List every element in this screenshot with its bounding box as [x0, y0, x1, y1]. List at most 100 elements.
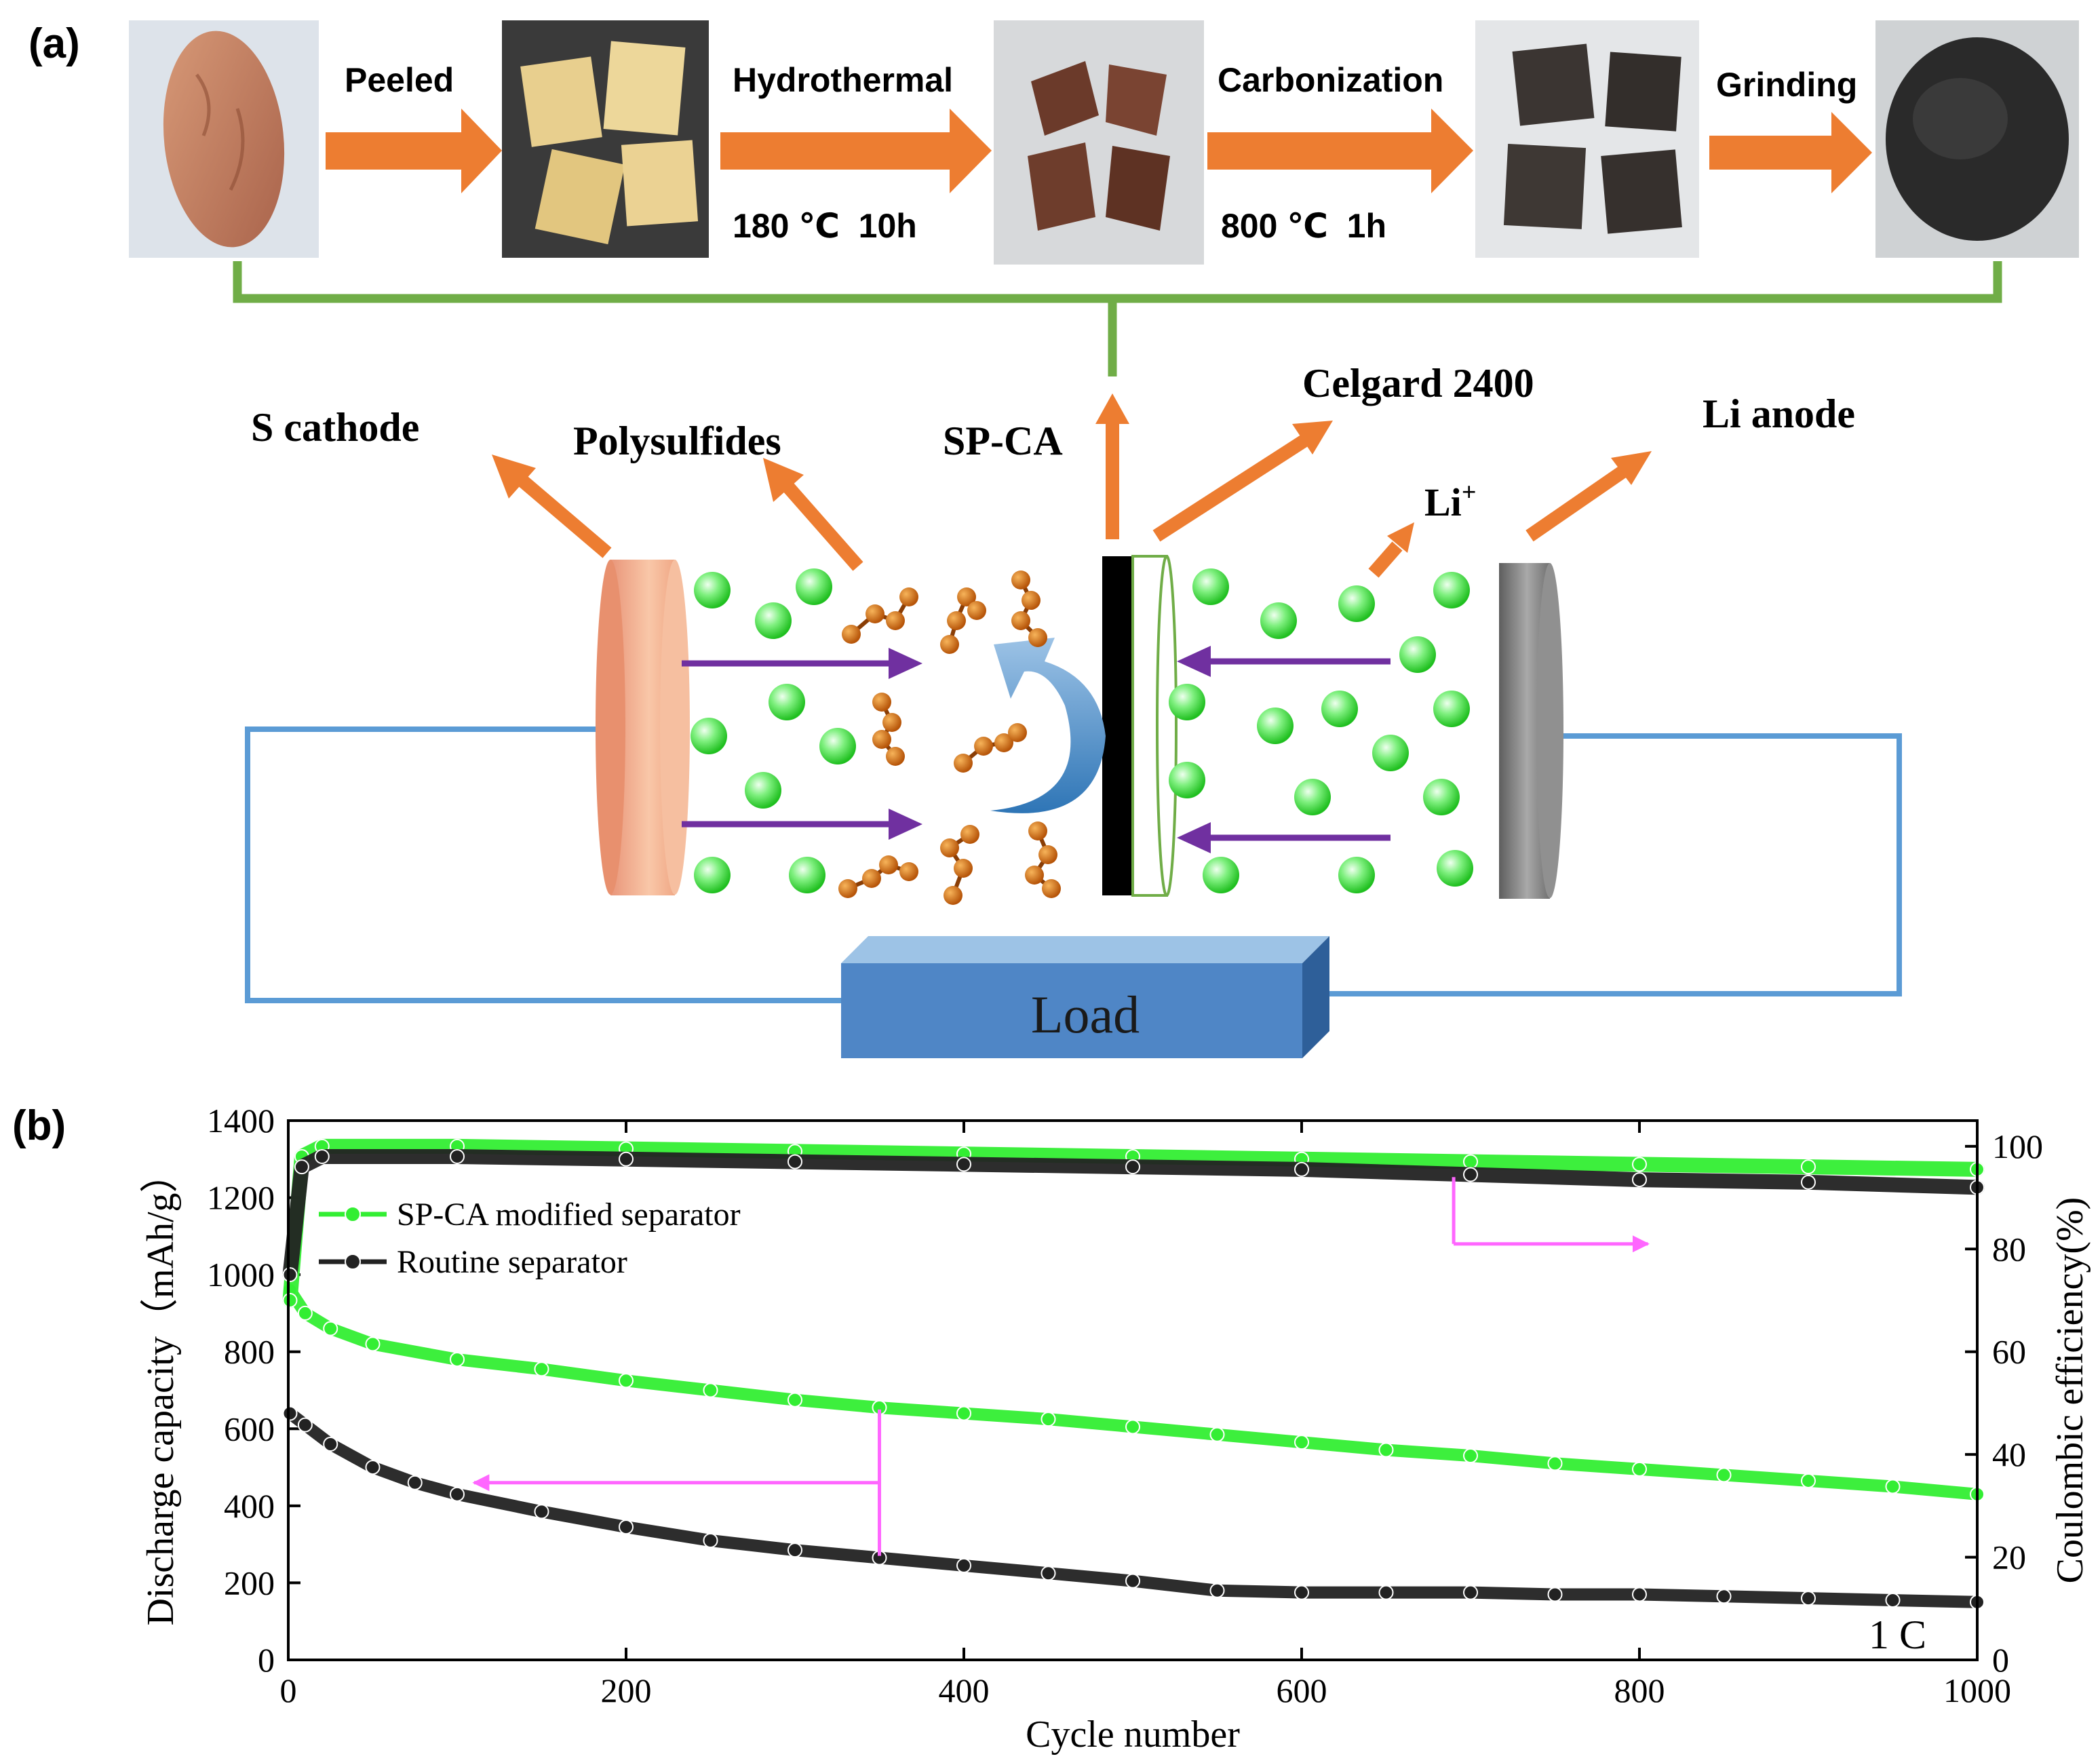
sulfur-atom [947, 611, 966, 630]
polysulfide-bond [1018, 579, 1040, 640]
series-point-1 [1632, 1587, 1647, 1602]
legend-marker [345, 1206, 361, 1222]
li-ions-and-polysulfides [691, 568, 1473, 905]
series-point-2 [1801, 1159, 1816, 1175]
series-point-1 [1209, 1583, 1225, 1598]
li-ion-ball [1399, 636, 1436, 673]
sulfur-atom [872, 693, 891, 712]
series-point-1 [703, 1532, 718, 1548]
series-point-3 [1632, 1172, 1647, 1188]
series-point-1 [956, 1557, 971, 1573]
series-point-3 [956, 1157, 971, 1172]
peeled-arrow [326, 109, 502, 193]
li-ion-ball [694, 572, 731, 608]
sulfur-atom [872, 730, 891, 749]
y-tick-label: 600 [224, 1410, 275, 1448]
li-ion-ball [1423, 779, 1460, 815]
li-ion-ball [1169, 684, 1205, 720]
li-ion-charge: + [1462, 478, 1477, 507]
polysulfide-chain [954, 723, 1027, 773]
sulfur-atom [954, 859, 973, 878]
series-point-3 [788, 1154, 802, 1169]
step-hydrothermal-condition: 180 ℃ 10h [733, 207, 917, 245]
step-carbonization-condition: 800 ℃ 1h [1221, 207, 1386, 245]
sulfur-atom [899, 862, 918, 881]
y-tick-label: 1400 [207, 1102, 275, 1140]
series-point-0 [1378, 1442, 1394, 1458]
polysulfide-chain [940, 825, 979, 905]
series-point-1 [407, 1475, 423, 1490]
load-box [841, 936, 1329, 1058]
polysulfide-bond [1031, 830, 1053, 891]
li-ion-ball [755, 602, 792, 639]
li-anode-disc [1499, 563, 1563, 899]
li-ion-ball [789, 857, 825, 893]
li-ion-ball [1338, 585, 1375, 622]
series-group [282, 1138, 1985, 1610]
series-point-0 [1125, 1419, 1140, 1435]
polysulfide-chain [940, 587, 986, 654]
sulfur-atom [1042, 879, 1061, 898]
series-point-3 [1463, 1167, 1478, 1182]
process-arrows [326, 109, 1872, 193]
series-point-0 [534, 1361, 549, 1377]
li-ion-ball [1169, 762, 1205, 798]
sulfur-atom [886, 611, 905, 630]
series-point-3 [619, 1151, 634, 1167]
series-point-0 [1041, 1412, 1056, 1427]
sulfur-atom [1028, 821, 1047, 840]
x-tick-label: 0 [280, 1671, 297, 1709]
sulfur-atom [960, 825, 979, 844]
series-point-0 [1463, 1448, 1478, 1464]
step-hydrothermal-label: Hydrothermal [733, 61, 953, 99]
sulfur-atom [974, 737, 993, 756]
polysulfides-label: Polysulfides [573, 419, 781, 463]
series-point-0 [1885, 1479, 1901, 1494]
peeled-cubes-photo [502, 20, 709, 258]
hydrothermal-arrow [720, 109, 992, 193]
carbonization-arrow [1207, 109, 1473, 193]
li-ion-ball [1433, 572, 1470, 608]
panel-a-label: (a) [28, 20, 80, 67]
sulfur-atom [838, 879, 857, 898]
series-point-0 [450, 1352, 465, 1368]
step-peeled-label: Peeled [345, 61, 454, 99]
ground-powder-photo [1875, 20, 2079, 258]
s-cathode-label: S cathode [251, 405, 419, 450]
sulfur-atom [954, 754, 973, 773]
polysulfide-chain [1011, 570, 1047, 647]
li-ion-ball [1192, 568, 1229, 605]
series-point-0 [365, 1336, 381, 1352]
series-point-0 [956, 1406, 971, 1421]
x-tick-label: 200 [601, 1671, 652, 1709]
grinding-arrow [1709, 112, 1872, 193]
li-ion-ball [1338, 857, 1375, 893]
polysulfide-chain [838, 855, 918, 898]
sulfur-atom [967, 601, 986, 620]
li-ion-ball [1321, 691, 1358, 727]
y2-tick-label: 80 [1992, 1230, 2026, 1268]
polysulfide-chain [1025, 821, 1061, 898]
plot-frame [287, 1119, 1979, 1661]
sweet-potato-photo [129, 20, 319, 258]
sulfur-atom [994, 733, 1013, 752]
sulfur-atom [886, 747, 905, 766]
li-ion-ball [1433, 691, 1470, 727]
sulfur-atom [882, 713, 901, 732]
li-ion-ball [1437, 850, 1473, 887]
series-point-1 [1294, 1585, 1309, 1600]
sulfur-atom [866, 604, 884, 623]
series-point-1 [1547, 1587, 1563, 1602]
y-axis-title: Discharge capacity（mAh/g） [140, 1155, 182, 1625]
li-ion-label: Li+ [1424, 478, 1476, 524]
x-tick-label: 1000 [1943, 1671, 2011, 1709]
sulfur-atom [1025, 866, 1044, 885]
sp-ca-label: SP-CA [943, 419, 1063, 463]
li-ion-ball [1294, 779, 1331, 815]
series-point-3 [314, 1149, 330, 1164]
sulfur-atom [940, 635, 959, 654]
series-point-3 [282, 1267, 298, 1283]
y-tick-label: 1000 [207, 1256, 275, 1294]
x-tick-label: 800 [1614, 1671, 1665, 1709]
